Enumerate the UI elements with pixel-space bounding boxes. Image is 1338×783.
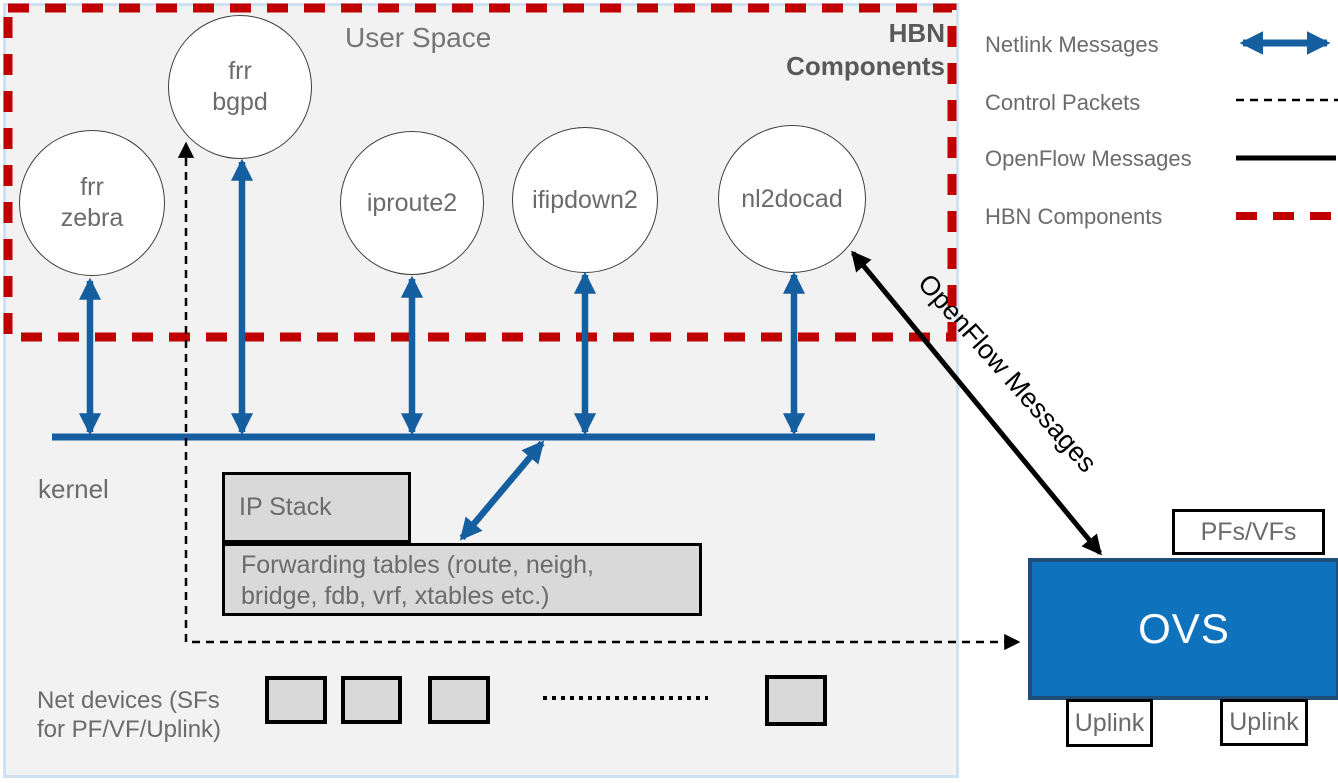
node-frr-zebra: frr zebra: [19, 130, 165, 276]
node-nl2docad: nl2docad: [718, 125, 866, 273]
ip-stack-label: IP Stack: [239, 493, 332, 521]
legend-control-packets-label: Control Packets: [985, 90, 1141, 115]
node-label: ifipdown2: [532, 185, 638, 214]
forwarding-tables-line2: bridge, fdb, vrf, xtables etc.): [241, 582, 550, 610]
node-label: nl2docad: [741, 184, 843, 213]
node-label: bgpd: [212, 88, 268, 116]
hbn-title-line2: Components: [786, 51, 945, 81]
pfs-vfs-box: PFs/VFs: [1172, 509, 1325, 555]
node-ifipdown2: ifipdown2: [512, 127, 658, 273]
ovs-label: OVS: [1138, 605, 1230, 652]
node-label: zebra: [60, 204, 124, 232]
uplink-right-box: Uplink: [1220, 699, 1308, 746]
legend-openflow-label: OpenFlow Messages: [985, 146, 1192, 171]
node-frr-bgpd: frr bgpd: [168, 15, 312, 159]
net-device-box: [765, 675, 827, 726]
host-panel: [3, 3, 959, 778]
net-device-box: [265, 676, 327, 724]
hbn-components-title: HBN Components: [660, 17, 945, 83]
hbn-title-line1: HBN: [888, 18, 945, 48]
legend-hbn-components-label: HBN Components: [985, 204, 1163, 229]
ovs-box: OVS: [1028, 558, 1338, 700]
net-devices-line1: Net devices (SFs: [37, 687, 220, 714]
node-label: iproute2: [366, 188, 458, 217]
legend-netlink-label: Netlink Messages: [985, 32, 1159, 57]
net-devices-line2: for PF/VF/Uplink): [37, 716, 222, 743]
kernel-label: kernel: [38, 474, 109, 504]
node-iproute2: iproute2: [340, 131, 484, 275]
node-label: frr: [228, 57, 252, 85]
node-label: frr: [80, 173, 104, 201]
user-space-label: User Space: [345, 22, 492, 53]
uplink-label: Uplink: [1074, 708, 1145, 737]
forwarding-tables-box: Forwarding tables (route, neigh, bridge,…: [222, 543, 702, 616]
ip-stack-box: IP Stack: [222, 472, 411, 543]
pfs-vfs-label: PFs/VFs: [1200, 517, 1297, 546]
uplink-label: Uplink: [1229, 708, 1299, 736]
uplink-left-box: Uplink: [1066, 699, 1153, 747]
net-device-box: [341, 676, 402, 724]
net-devices-label: Net devices (SFs for PF/VF/Uplink): [37, 686, 221, 744]
forwarding-tables-line1: Forwarding tables (route, neigh,: [241, 551, 594, 579]
net-device-box: [428, 676, 490, 724]
